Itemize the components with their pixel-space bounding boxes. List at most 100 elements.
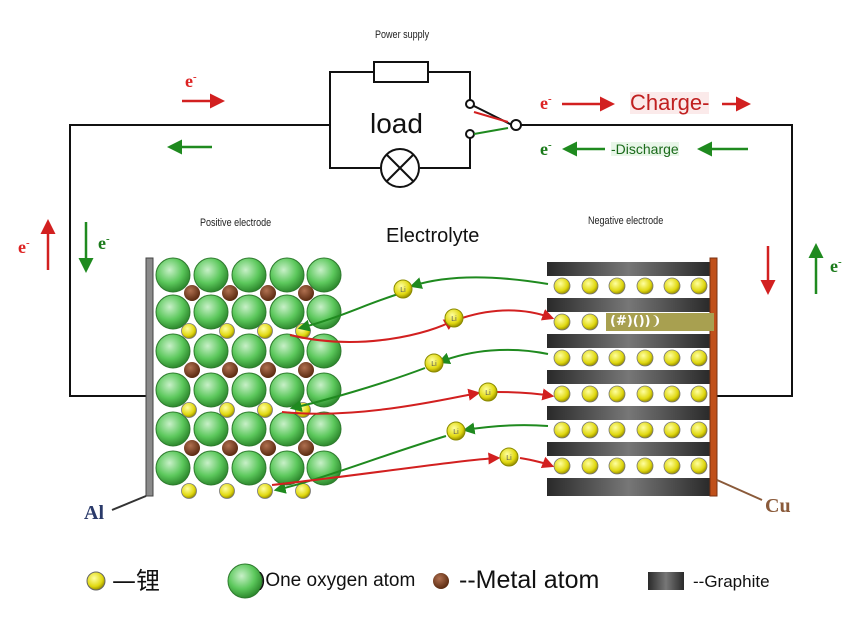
lithium-atom — [581, 349, 599, 367]
oxygen-atom — [193, 257, 229, 293]
oxygen-atom — [231, 333, 267, 369]
graphite-overlay-box — [606, 313, 714, 331]
lithium-ion-label: Li — [431, 361, 437, 368]
lithium-ion-label: Li — [451, 316, 457, 323]
lithium-atom — [690, 457, 708, 475]
ion-arrow — [289, 367, 426, 412]
lithium-atom — [690, 421, 708, 439]
oxygen-atom — [306, 372, 342, 408]
lithium-atom — [690, 277, 708, 295]
lithium-atom — [663, 421, 681, 439]
graphite-layer — [547, 478, 710, 496]
aluminum-collector — [145, 257, 154, 497]
oxygen-atom — [155, 294, 191, 330]
legend-graphite-icon — [648, 572, 684, 590]
electron-label-left-red: e- — [18, 237, 30, 257]
oxygen-atom — [306, 257, 342, 293]
oxygen-atom — [269, 294, 305, 330]
ion-arrow — [281, 388, 481, 415]
oxygen-atom — [231, 411, 267, 447]
electrolyte-label: Electrolyte — [386, 225, 480, 247]
oxygen-atom — [193, 372, 229, 408]
legend-graphite-label: --Graphite — [693, 572, 770, 591]
oxygen-atom — [193, 294, 229, 330]
lithium-atom — [608, 277, 626, 295]
oxygen-atom — [231, 450, 267, 486]
electron-label-right-green: e- — [830, 256, 842, 276]
positive-electrode-label: Positive electrode — [200, 217, 272, 229]
oxygen-atom — [155, 257, 191, 293]
lithium-atom — [257, 402, 273, 418]
legend-metal-icon — [433, 573, 449, 589]
lithium-ion-label: Li — [453, 429, 459, 436]
lithium-atom — [581, 277, 599, 295]
switch-contact-bottom — [465, 129, 475, 139]
oxygen-atom — [306, 450, 342, 486]
graphite-layer — [547, 298, 710, 312]
lithium-atom — [553, 313, 571, 331]
metal-atom — [184, 362, 200, 378]
lithium-ion — [499, 447, 519, 467]
lithium-atom — [295, 483, 311, 499]
lithium-atom — [553, 349, 571, 367]
metal-atom — [184, 440, 200, 456]
electron-label-left-green: e- — [98, 233, 110, 253]
ion-arrow — [271, 452, 501, 486]
oxygen-atom — [306, 411, 342, 447]
ion-arrow — [409, 276, 549, 289]
graphite-layer — [547, 262, 710, 276]
electron-label-charge: e- — [540, 93, 552, 113]
power-supply-resistor — [373, 61, 429, 83]
legend-metal-label: --Metal atom — [459, 566, 600, 594]
lithium-atom — [553, 457, 571, 475]
lithium-atom — [553, 385, 571, 403]
lithium-ion — [446, 421, 466, 441]
lithium-ion-label: Li — [506, 455, 512, 462]
oxygen-atom — [193, 411, 229, 447]
oxygen-atom — [155, 450, 191, 486]
metal-atom — [260, 362, 276, 378]
discharge-label: -Discharge — [611, 141, 679, 157]
metal-atom — [298, 285, 314, 301]
ion-arrow — [462, 422, 549, 435]
oxygen-atom — [155, 411, 191, 447]
electron-label-top-left: e- — [185, 71, 197, 91]
positive-electrode-lattice — [155, 257, 342, 499]
lithium-atom — [636, 457, 654, 475]
negative-electrode-label: Negative electrode — [588, 215, 664, 227]
graphite-overlay-text: (#)())❩ — [610, 314, 662, 329]
lithium-atom — [636, 277, 654, 295]
lithium-ion — [444, 308, 464, 328]
lithium-atom — [663, 277, 681, 295]
lithium-atom — [219, 483, 235, 499]
electron-label-discharge: e- — [540, 139, 552, 159]
electron-arrows — [40, 93, 824, 295]
graphite-layer — [547, 370, 710, 384]
oxygen-atom — [231, 294, 267, 330]
lithium-atom — [608, 349, 626, 367]
switch-pivot — [510, 119, 522, 131]
lithium-atom — [219, 323, 235, 339]
lithium-atom — [257, 483, 273, 499]
load-label: load — [370, 108, 423, 139]
cu-label: Cu — [765, 495, 791, 517]
ion-arrow — [273, 435, 447, 494]
legend — [86, 563, 684, 599]
oxygen-atom — [231, 372, 267, 408]
lithium-atom — [181, 483, 197, 499]
oxygen-atom — [269, 411, 305, 447]
lithium-atom — [181, 323, 197, 339]
lithium-atom — [608, 385, 626, 403]
lithium-atom — [663, 385, 681, 403]
graphite-layer — [547, 334, 710, 348]
legend-lithium-icon — [86, 571, 106, 591]
power-supply-label: Power supply — [375, 29, 430, 41]
lithium-atom — [608, 457, 626, 475]
legend-lithium-label: —锂 — [112, 567, 160, 595]
legend-oxygen-label: )One oxygen atom — [259, 570, 416, 591]
ion-arrow — [289, 318, 457, 343]
legend-oxygen-icon — [227, 563, 263, 599]
al-label: Al — [84, 502, 104, 524]
charge-label: Charge- — [630, 90, 710, 115]
